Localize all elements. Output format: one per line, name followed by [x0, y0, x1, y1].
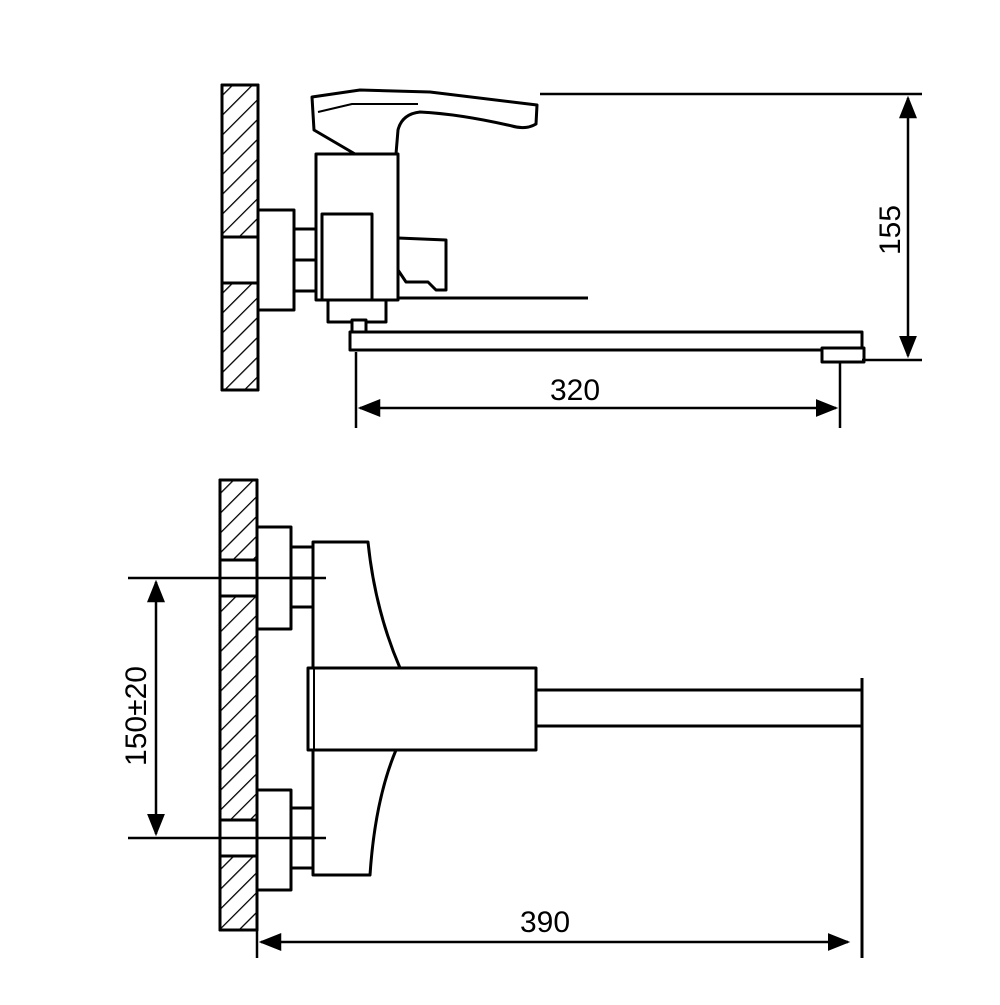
- side-aerator: [820, 346, 866, 364]
- top-view: [218, 478, 864, 958]
- center-distance-label: 150±20: [120, 666, 153, 766]
- total-reach-dimension: [255, 930, 851, 958]
- spout-reach-dimension: [354, 352, 842, 428]
- center-lines: [128, 576, 326, 840]
- height-dimension-label: 155: [874, 205, 907, 255]
- top-wall: [218, 478, 259, 932]
- total-reach-label: 390: [520, 906, 570, 939]
- height-dimension: [540, 92, 922, 362]
- side-lever-handle: [310, 88, 539, 156]
- side-wall: [220, 83, 260, 392]
- side-diverter-knob: [396, 236, 448, 292]
- top-spout: [534, 688, 864, 728]
- side-view: [220, 83, 866, 392]
- top-central-block: [306, 666, 538, 752]
- side-wall-flange: [256, 208, 296, 312]
- side-spout: [348, 330, 864, 352]
- spout-reach-label: 320: [550, 374, 600, 407]
- top-lower-flange: [255, 788, 293, 892]
